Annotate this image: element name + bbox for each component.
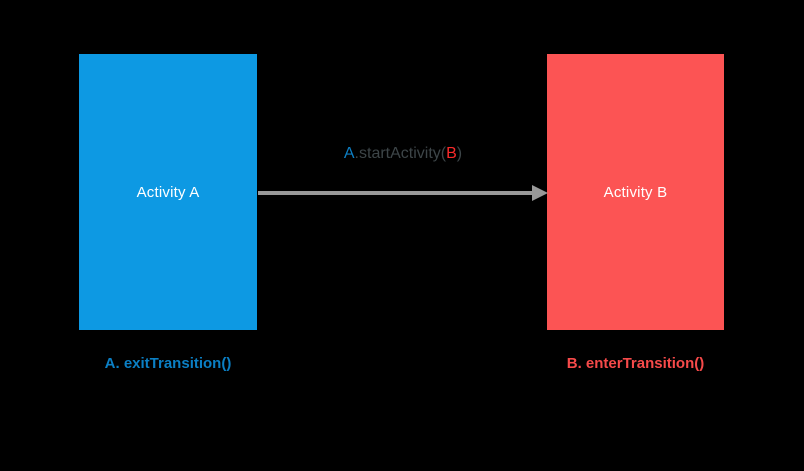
caption-segment-b: B <box>446 145 457 162</box>
activity-b-box[interactable]: Activity B <box>547 54 724 330</box>
exit-transition-label: A. exitTransition() <box>104 355 232 372</box>
caption-segment-close-paren: ) <box>456 145 463 162</box>
activity-a-label: Activity A <box>136 183 200 201</box>
start-activity-caption: A.startActivity(B) <box>256 145 550 163</box>
caption-segment-a: A <box>343 145 355 162</box>
activity-b-label: Activity B <box>603 183 668 201</box>
arrow-icon <box>258 185 548 201</box>
enter-transition-label: B. enterTransition() <box>566 355 705 372</box>
activity-a-box[interactable]: Activity A <box>79 54 257 330</box>
caption-segment-method: .startActivity( <box>354 145 447 162</box>
arrow-head <box>532 185 548 201</box>
arrow-container <box>256 180 552 206</box>
